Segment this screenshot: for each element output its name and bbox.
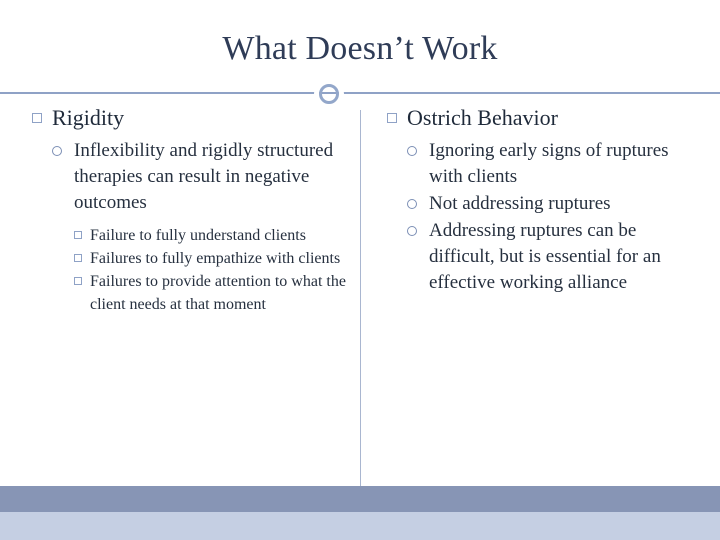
page-title: What Doesn’t Work [222,30,498,67]
list-item: Inflexibility and rigidly structured the… [30,138,360,216]
bottom-fill [0,512,720,540]
square-bullet-icon [32,113,42,123]
circle-bullet-icon [407,226,417,236]
square-bullet-icon [387,113,397,123]
list-item: Failure to fully understand clients [30,224,360,247]
content-column-right: Ostrich Behavior Ignoring early signs of… [385,104,705,297]
section-heading-ostrich-behavior: Ostrich Behavior [385,104,705,132]
title-divider-rule [0,92,720,94]
list-item: Addressing ruptures can be difficult, bu… [385,218,705,296]
section-heading-label: Rigidity [52,105,125,130]
section-heading-rigidity: Rigidity [30,104,360,132]
title-band [0,0,720,92]
list-item: Failures to fully empathize with clients [30,247,360,270]
list-item-label: Failures to fully empathize with clients [90,250,341,267]
square-bullet-icon [74,231,82,239]
list-item-label: Ignoring early signs of ruptures with cl… [429,140,669,187]
list-item: Ignoring early signs of ruptures with cl… [385,138,705,190]
square-bullet-icon [74,254,82,262]
section-heading-label: Ostrich Behavior [407,105,558,130]
list-item-label: Failure to fully understand clients [90,227,306,244]
list-item-label: Failures to provide attention to what th… [90,273,346,313]
list-item: Failures to provide attention to what th… [30,270,360,316]
spacer [30,217,360,224]
list-item-label: Addressing ruptures can be difficult, bu… [429,220,661,293]
bottom-accent-band [0,486,720,512]
square-bullet-icon [74,277,82,285]
circle-bullet-icon [52,146,62,156]
list-item: Not addressing ruptures [385,191,705,217]
content-column-left: Rigidity Inflexibility and rigidly struc… [30,104,360,316]
ring-decoration-inner-icon [319,84,339,104]
circle-bullet-icon [407,146,417,156]
ring-decoration-outer-icon [314,79,344,109]
list-item-label: Not addressing ruptures [429,193,611,214]
list-item-label: Inflexibility and rigidly structured the… [74,140,334,213]
column-divider [360,110,361,488]
circle-bullet-icon [407,199,417,209]
